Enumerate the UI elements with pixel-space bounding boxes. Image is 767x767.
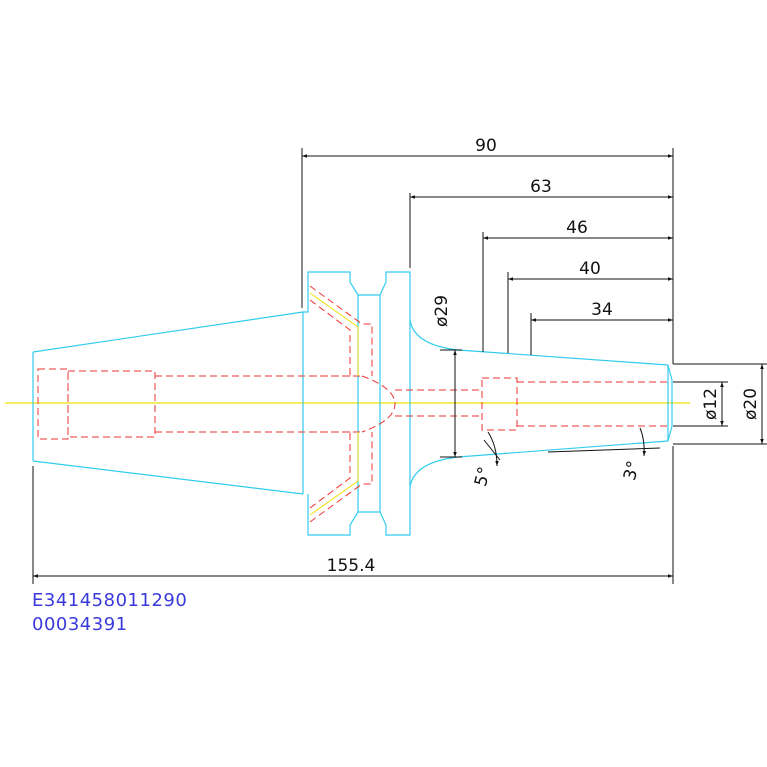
dim-63-label: 63 [530,177,552,197]
hidden-lines [37,285,668,523]
part-code-line-2: 00034391 [32,614,128,635]
dim-angle3-label: 3° [620,459,644,483]
dim-90-label: 90 [475,136,497,156]
dimension-lines [32,148,767,584]
dim-dia20-label: ø20 [741,388,761,420]
dim-40-label: 40 [579,259,601,279]
dim-34-label: 34 [591,300,613,320]
dim-dia12-label: ø12 [701,388,721,420]
flange-inner-contour [309,292,359,516]
part-code-line-1: E341458011290 [32,590,188,611]
dim-46-label: 46 [566,218,588,238]
tool-holder-outline [32,271,673,536]
dim-155-label: 155.4 [327,556,376,576]
dim-angle5-label: 5° [471,465,495,489]
dim-dia29-label: ø29 [432,295,452,327]
